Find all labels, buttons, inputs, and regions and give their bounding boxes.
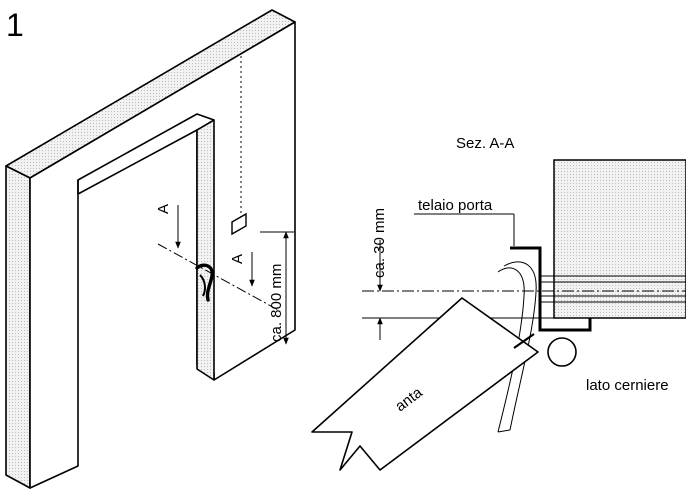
figure-number: 1 (6, 7, 24, 43)
section-marker-2: A (229, 254, 246, 264)
wall-section (540, 159, 686, 319)
frame-label: telaio porta (418, 197, 493, 214)
section-line (157, 205, 281, 312)
frame-inner-jamb (196, 119, 215, 381)
hinge-side-label: lato cerniere (586, 377, 669, 394)
height-dimension-label: ca. 800 mm (268, 264, 285, 342)
mounting-plate-icon (231, 212, 247, 236)
height-dimension-line (260, 231, 294, 345)
hinge-circle-icon (547, 337, 577, 367)
door-leaf-edge (513, 333, 535, 349)
door-leaf (311, 297, 539, 471)
hinge-sensor-icon-detail (199, 274, 206, 297)
door-frame-isometric (5, 9, 296, 489)
frame-left-jamb-front (5, 165, 31, 489)
door-frame-profile (510, 246, 592, 332)
section-marker-1: A (155, 204, 172, 214)
door-swing-arcs (497, 261, 537, 433)
hinge-sensor-icon (195, 263, 214, 302)
section-title: Sez. A-A (456, 135, 514, 152)
offset-dimension-label: ca. 30 mm (371, 208, 388, 278)
